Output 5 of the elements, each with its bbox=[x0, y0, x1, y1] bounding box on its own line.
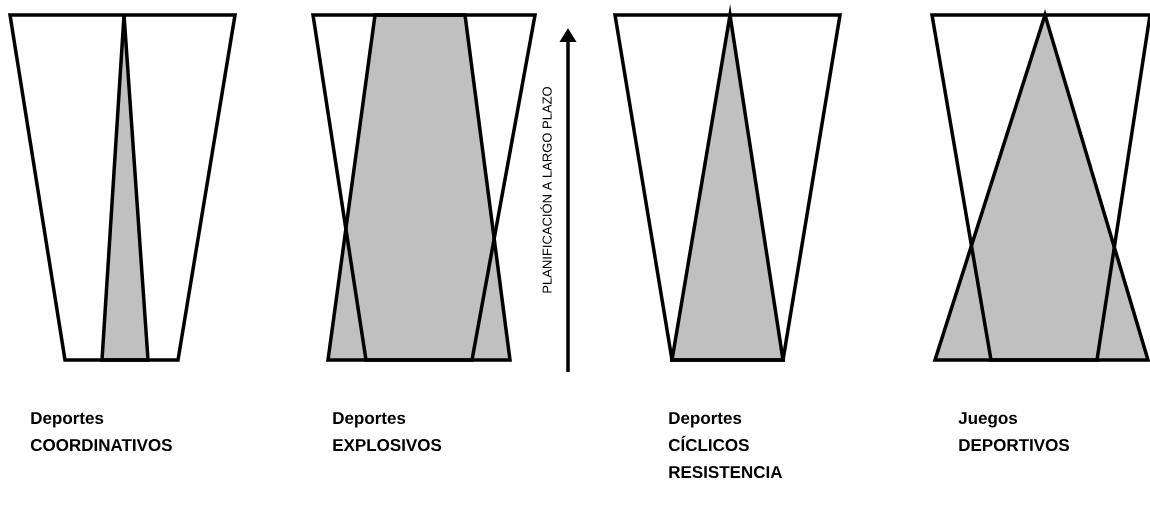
panel-label: Juegos DEPORTIVOS bbox=[958, 412, 1069, 452]
panel-label: Deportes EXPLOSIVOS bbox=[333, 412, 442, 452]
panel-label: Deportes CÍCLICOS RESISTENCIA bbox=[668, 412, 783, 479]
axis-label: PLANIFICACIÓN A LARGO PLAZO bbox=[540, 86, 552, 293]
panel-label: Deportes COORDINATIVOS bbox=[30, 412, 172, 452]
